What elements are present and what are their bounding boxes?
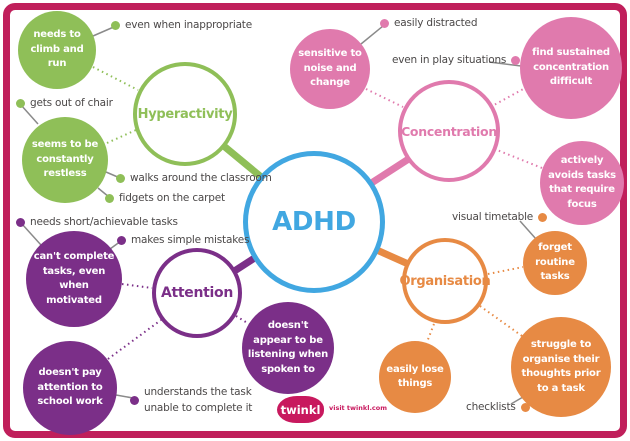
bubble-struggle-organise: struggle to organise their thoughts prio… bbox=[511, 317, 611, 417]
note-dot-icon bbox=[117, 235, 126, 245]
note-visual-timetable: visual timetable bbox=[447, 211, 548, 223]
note-dot-icon bbox=[116, 173, 125, 183]
bubble-text: doesn't appear to be listening when spok… bbox=[247, 320, 329, 375]
note-gets-out-of-chair: gets out of chair bbox=[16, 97, 118, 109]
note-dot-icon bbox=[511, 55, 521, 65]
bubble-text: sensitive to noise and change bbox=[298, 48, 362, 89]
note-understands-task: understands the task unable to complete … bbox=[130, 385, 257, 417]
note-fidgets-carpet: fidgets on the carpet bbox=[105, 192, 230, 204]
twinkl-logo-text: twinkl bbox=[280, 402, 321, 417]
bubble-text: find sustained concentration difficult bbox=[532, 47, 610, 88]
bubble-no-attention-school: doesn't pay attention to school work bbox=[23, 341, 117, 435]
note-even-when-inappropriate: even when inappropriate bbox=[111, 19, 257, 31]
note-text: makes simple mistakes bbox=[131, 234, 250, 246]
note-dot-icon bbox=[130, 396, 139, 406]
bubble-forget-routine: forget routine tasks bbox=[523, 231, 587, 295]
note-text: gets out of chair bbox=[30, 97, 113, 109]
note-text: easily distracted bbox=[394, 17, 478, 29]
note-text: needs short/achievable tasks bbox=[30, 216, 178, 228]
branch-node-concentration: Concentration bbox=[398, 80, 500, 182]
note-dot-icon bbox=[16, 98, 25, 108]
note-text: even when inappropriate bbox=[125, 19, 252, 31]
note-easily-distracted: easily distracted bbox=[380, 17, 482, 29]
bubble-text: needs to climb and run bbox=[30, 29, 84, 70]
bubble-text: struggle to organise their thoughts prio… bbox=[521, 339, 601, 394]
branch-node-attention: Attention bbox=[152, 248, 242, 338]
bubble-sustained-concentration: find sustained concentration difficult bbox=[520, 17, 622, 119]
adhd-title: ADHD bbox=[272, 207, 356, 237]
note-text: visual timetable bbox=[452, 211, 534, 223]
hyperactivity-label: Hyperactivity bbox=[137, 106, 233, 122]
bubble-constantly-restless: seems to be constantly restless bbox=[22, 117, 108, 203]
note-text: even in play situations bbox=[392, 54, 507, 66]
note-dot-icon bbox=[16, 217, 25, 227]
bubble-not-listening: doesn't appear to be listening when spok… bbox=[242, 302, 334, 394]
note-simple-mistakes: makes simple mistakes bbox=[117, 234, 254, 246]
attention-label: Attention bbox=[160, 285, 234, 301]
bubble-cant-complete: can't complete tasks, even when motivate… bbox=[26, 231, 122, 327]
bubble-text: actively avoids tasks that require focus bbox=[548, 155, 616, 210]
note-walks-around: walks around the classroom bbox=[116, 172, 277, 184]
bubble-text: easily lose things bbox=[386, 363, 444, 390]
note-text: walks around the classroom bbox=[130, 172, 272, 184]
bubble-needs-to-climb: needs to climb and run bbox=[18, 11, 96, 89]
organisation-label: Organisation bbox=[399, 273, 491, 289]
bubble-sensitive-noise: sensitive to noise and change bbox=[290, 29, 370, 109]
note-text: checklists bbox=[466, 401, 516, 413]
branch-node-hyperactivity: Hyperactivity bbox=[133, 62, 237, 166]
note-dot-icon bbox=[111, 20, 120, 30]
note-text: understands the task unable to complete … bbox=[144, 386, 253, 414]
visit-twinkl-text: visit twinkl.com bbox=[329, 404, 388, 412]
note-play-situations: even in play situations bbox=[387, 54, 521, 66]
bubble-text: forget routine tasks bbox=[535, 242, 575, 283]
note-dot-icon bbox=[380, 18, 389, 28]
note-dot-icon bbox=[520, 402, 530, 412]
concentration-label: Concentration bbox=[401, 123, 497, 139]
twinkl-logo: twinkl bbox=[277, 396, 324, 423]
center-node-adhd: ADHD bbox=[243, 151, 385, 293]
note-dot-icon bbox=[538, 212, 548, 222]
note-text: fidgets on the carpet bbox=[119, 192, 225, 204]
branch-node-organisation: Organisation bbox=[399, 238, 491, 324]
note-short-tasks: needs short/achievable tasks bbox=[16, 216, 183, 228]
note-checklists: checklists bbox=[461, 401, 530, 413]
bubble-text: doesn't pay attention to school work bbox=[37, 367, 103, 408]
bubble-avoids-tasks: actively avoids tasks that require focus bbox=[540, 141, 624, 225]
bubble-text: can't complete tasks, even when motivate… bbox=[33, 251, 115, 306]
bubble-lose-things: easily lose things bbox=[379, 341, 451, 413]
note-dot-icon bbox=[105, 193, 114, 203]
bubble-text: seems to be constantly restless bbox=[31, 139, 99, 180]
